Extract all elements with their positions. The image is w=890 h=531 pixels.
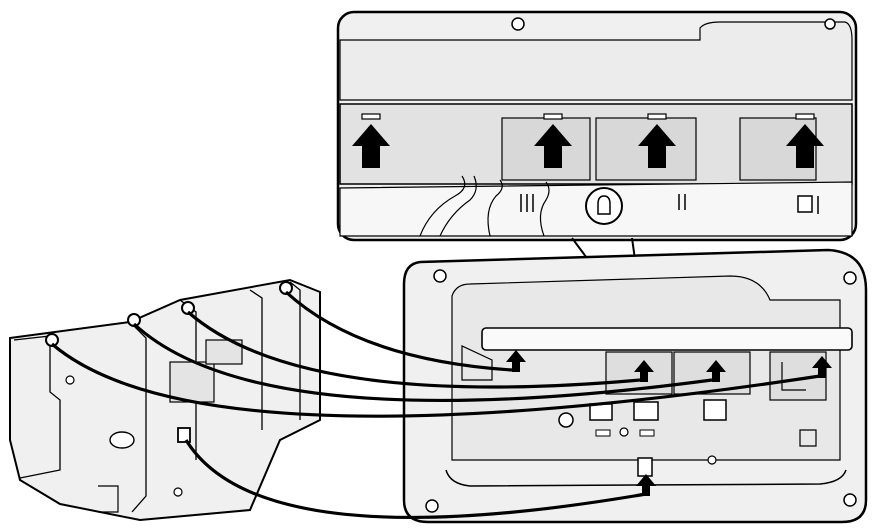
connector-arrows [506,350,832,496]
connector-curves [50,290,821,520]
up-arrow-icon [706,360,726,382]
inset-screw-hole [511,17,525,31]
inset-tab-slot-4 [795,113,815,120]
inset-arrow-3 [638,124,676,168]
connector-arrow-5 [636,474,656,496]
base-jack-1 [589,403,613,421]
connector-curve-3 [132,322,713,402]
connector-arrow-1 [506,350,526,372]
bracket-window-2 [205,339,243,365]
up-arrow-icon [786,124,824,168]
connector-curve-5 [184,439,647,520]
inset-tab-slot-2 [543,113,563,120]
bracket-tab-5 [177,427,191,443]
up-arrow-icon [506,350,526,372]
bracket-mid-flange [129,321,147,513]
base-screw-tl [433,269,447,283]
up-arrow-icon [638,124,676,168]
inset-cable-1 [419,175,466,237]
inset-tab-slot-3 [647,113,667,120]
up-arrow-icon [636,474,656,496]
inset-arrow-2 [534,124,572,168]
inset-tab-slot-1 [361,113,381,120]
bracket-rib-3 [289,281,301,420]
connector-curve-4 [50,342,821,418]
inset-upper-surface [339,21,853,101]
base-screw-small [707,455,717,465]
base-hook-right [781,362,806,391]
bracket-rib-2 [249,289,263,430]
base-compartment-a [605,351,673,395]
base-screw-tr [843,271,857,285]
zoom-inset [336,10,858,242]
wall-mount-bracket [9,278,321,522]
bracket-left-flange [13,335,61,479]
bracket-screw-boss [109,431,135,449]
connector-arrow-3 [706,360,726,382]
bracket-hole-1 [65,375,75,385]
connector-arrow-2 [634,360,654,382]
inset-arrow-1 [352,124,390,168]
base-jack-label-2 [639,429,655,437]
up-arrow-icon [812,356,832,378]
base-screw-bl [425,499,439,513]
base-screw-br [843,493,857,507]
inset-guide-marks [520,194,819,214]
up-arrow-icon [534,124,572,168]
inset-compartment-3 [595,117,697,181]
bracket-outline [9,278,321,522]
base-round-port [558,412,574,428]
connector-arrow-4 [812,356,832,378]
bracket-hole-2 [173,487,183,497]
inset-cable-3 [487,179,503,237]
base-jack-2 [633,401,659,421]
base-bottom-slot [637,457,653,477]
inset-cable-4 [539,181,550,237]
inset-cable-2 [439,175,477,237]
base-bracket [799,429,817,447]
bracket-foot [98,485,119,513]
inset-screw-hole-right [824,18,836,30]
base-jack-3 [703,399,727,421]
inset-keyhole-slot [597,195,611,215]
base-channel-highlight [481,327,853,351]
base-jack-label-1 [595,429,611,437]
connector-curve-2 [186,310,641,389]
up-arrow-icon [352,124,390,168]
connector-curve-1 [284,290,513,372]
base-hook-left [461,345,493,381]
up-arrow-icon [634,360,654,382]
inset-arrow-4 [786,124,824,168]
base-round-port-small [619,427,629,437]
